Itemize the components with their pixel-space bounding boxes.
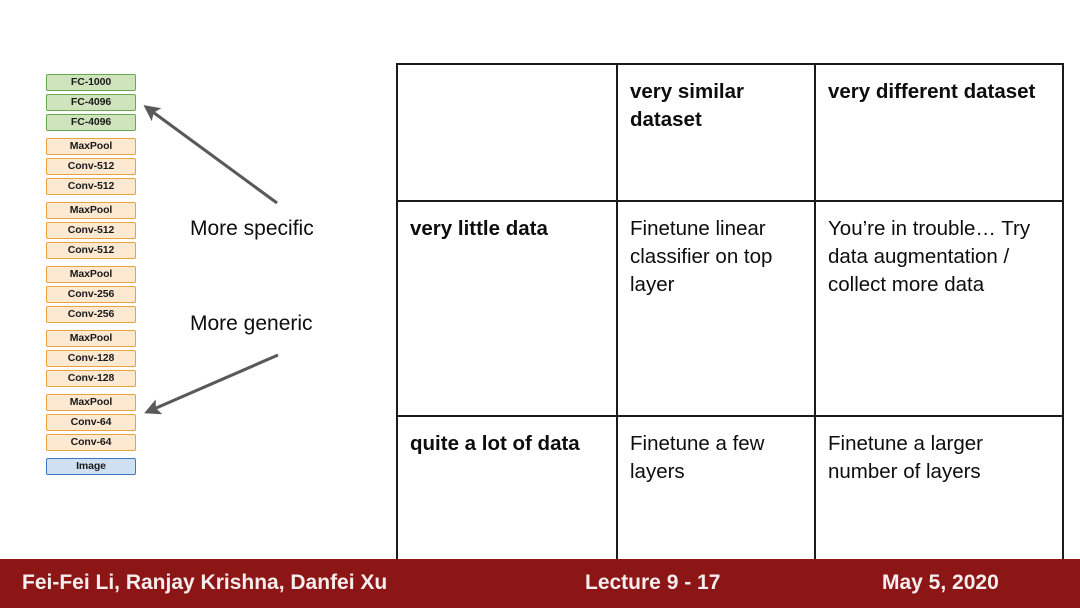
layer-block: Conv-128 [46,350,136,367]
layer-block: Conv-512 [46,222,136,239]
transfer-learning-decision-table: very similar dataset very different data… [396,63,1064,585]
table-corner-cell [396,63,618,202]
cell-little-data-different: You’re in trouble… Try data augmentation… [814,200,1064,417]
table-header-row: very similar dataset very different data… [396,63,1064,202]
layer-block: MaxPool [46,330,136,347]
network-architecture-stack: FC-1000 FC-4096 FC-4096 MaxPool Conv-512… [46,74,136,475]
layer-group-conv256: MaxPool Conv-256 Conv-256 [46,266,136,323]
layer-block: MaxPool [46,266,136,283]
row-header-very-little-data: very little data [396,200,618,417]
label-more-specific: More specific [190,217,314,240]
column-header-different-dataset: very different dataset [814,63,1064,202]
row-header-quite-a-lot-of-data: quite a lot of data [396,415,618,585]
layer-block: FC-4096 [46,94,136,111]
layer-group-conv128: MaxPool Conv-128 Conv-128 [46,330,136,387]
layer-block: Conv-512 [46,178,136,195]
footer-date: May 5, 2020 [882,571,999,594]
more-generic-arrow [144,353,279,415]
layer-block: Conv-64 [46,414,136,431]
layer-block: MaxPool [46,202,136,219]
footer-authors: Fei-Fei Li, Ranjay Krishna, Danfei Xu [22,571,388,594]
cell-little-data-similar: Finetune linear classifier on top layer [616,200,816,417]
cell-lots-data-similar: Finetune a few layers [616,415,816,585]
footer-lecture-number: Lecture 9 - 17 [585,571,721,594]
layer-block: Conv-128 [46,370,136,387]
layer-block: Conv-64 [46,434,136,451]
layer-block: FC-4096 [46,114,136,131]
table-row: very little data Finetune linear classif… [396,200,1064,417]
layer-block: Conv-512 [46,242,136,259]
layer-block: Conv-256 [46,306,136,323]
layer-group-conv512-b: MaxPool Conv-512 Conv-512 [46,202,136,259]
layer-block: FC-1000 [46,74,136,91]
layer-block: Conv-256 [46,286,136,303]
layer-group-fc: FC-1000 FC-4096 FC-4096 [46,74,136,131]
label-more-generic: More generic [190,312,313,335]
column-header-similar-dataset: very similar dataset [616,63,816,202]
layer-block: Conv-512 [46,158,136,175]
layer-block-image: Image [46,458,136,475]
slide-footer-bar: Fei-Fei Li, Ranjay Krishna, Danfei Xu Le… [0,559,1080,608]
layer-group-input: Image [46,458,136,475]
layer-block: MaxPool [46,394,136,411]
layer-block: MaxPool [46,138,136,155]
table-row: quite a lot of data Finetune a few layer… [396,415,1064,585]
more-specific-arrow [143,105,278,205]
layer-group-conv512-a: MaxPool Conv-512 Conv-512 [46,138,136,195]
layer-group-conv64: MaxPool Conv-64 Conv-64 [46,394,136,451]
